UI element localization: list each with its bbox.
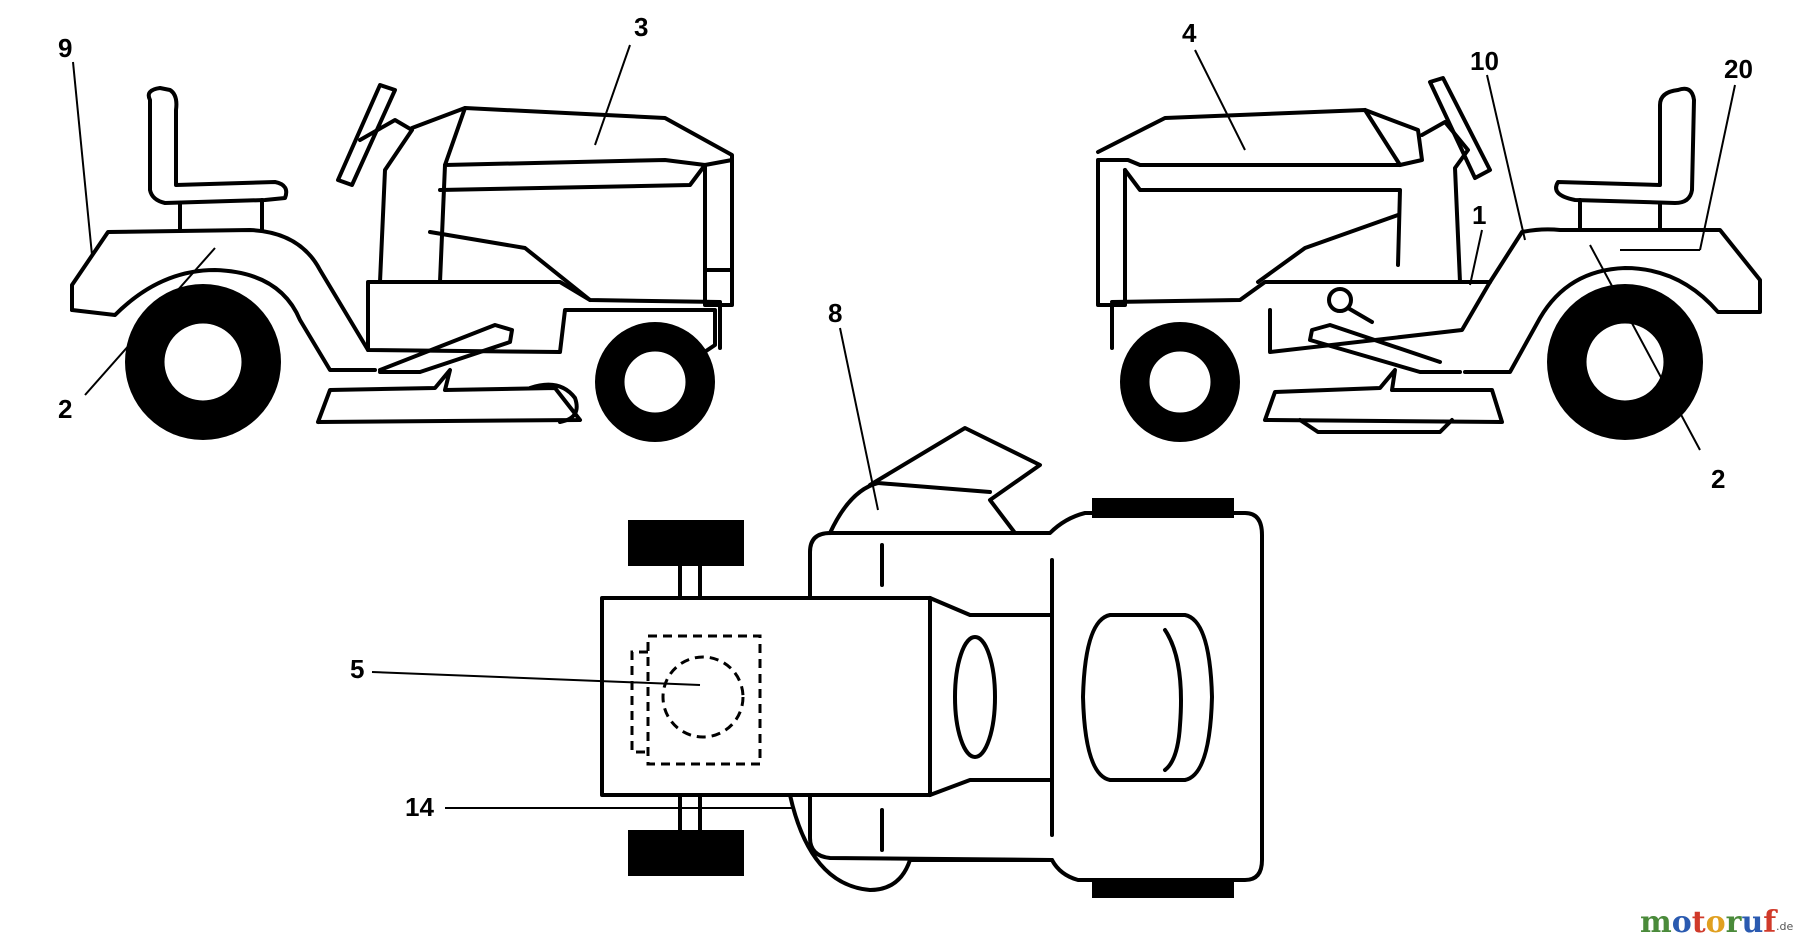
left-steering-column <box>358 118 414 284</box>
right-steering-column <box>1420 120 1470 284</box>
left-pedal <box>378 323 514 374</box>
leader-2-right <box>1589 244 1701 451</box>
top-seat-back <box>1163 628 1183 772</box>
right-hood-seam <box>1123 168 1402 267</box>
leader-1 <box>1469 229 1483 286</box>
top-hood <box>600 596 932 797</box>
top-view <box>600 426 1264 898</box>
left-hood <box>410 106 734 307</box>
leader-8 <box>839 327 879 511</box>
top-engine-fan-dashed <box>661 655 745 739</box>
right-fender-inner <box>1268 280 1492 354</box>
top-chute-base <box>828 481 992 535</box>
left-fender-inner <box>70 268 377 372</box>
top-hood-neck <box>928 596 1054 797</box>
top-engine-side-dashed <box>630 650 648 754</box>
leader-3 <box>594 44 631 146</box>
left-side-panel <box>428 230 592 302</box>
top-seat <box>1081 613 1214 782</box>
leader-9 <box>72 61 93 256</box>
left-grille <box>703 158 734 272</box>
callout-10: 10 <box>1470 46 1499 76</box>
callout-8: 8 <box>828 298 842 328</box>
watermark-suffix: .de <box>1776 920 1793 933</box>
right-chassis <box>1110 280 1492 350</box>
leader-lines <box>72 44 1736 809</box>
right-pedal <box>1308 323 1462 374</box>
left-seat-base <box>178 198 264 232</box>
left-front-hub <box>621 348 689 416</box>
left-rear-hub <box>161 320 245 404</box>
callout-1: 1 <box>1472 200 1486 230</box>
left-deck-chute <box>528 382 579 424</box>
top-steering-oval <box>953 635 997 759</box>
right-ignition-key <box>1327 287 1353 313</box>
left-hood-top <box>443 106 467 167</box>
right-steering-wheel <box>1428 76 1492 180</box>
right-mower-deck <box>1263 368 1504 424</box>
top-front-axle <box>678 564 702 832</box>
top-mower-deck <box>788 511 1264 892</box>
top-front-wheel-upper <box>628 520 744 566</box>
callout-labels: 9 3 2 4 10 20 1 2 8 5 14 <box>58 12 1753 822</box>
right-rear-hub <box>1583 320 1667 404</box>
top-deck-marks <box>880 543 1054 852</box>
top-rear-wheel-lower <box>1092 878 1234 898</box>
right-front-hub <box>1146 348 1214 416</box>
right-rear-fender <box>1463 227 1762 374</box>
left-side-view <box>70 83 734 442</box>
right-seat-base <box>1578 198 1662 232</box>
leader-5 <box>371 671 701 686</box>
leader-4 <box>1194 49 1246 151</box>
callout-20: 20 <box>1724 54 1753 84</box>
top-discharge-chute <box>868 426 1042 535</box>
leader-20 <box>1699 84 1736 251</box>
left-rear-fender <box>70 228 717 357</box>
left-chassis <box>366 280 722 352</box>
top-deck-inner <box>808 793 1054 862</box>
left-seat-back <box>146 86 289 205</box>
right-deck-skirt <box>1298 418 1454 434</box>
right-side-panel <box>1256 213 1400 284</box>
leader-10 <box>1486 74 1526 241</box>
callout-2-right: 2 <box>1711 464 1725 494</box>
motoruf-watermark-logo: motoruf .de <box>1640 905 1793 940</box>
right-hood-top <box>1363 108 1402 167</box>
callout-14: 14 <box>405 792 434 822</box>
callout-3: 3 <box>634 12 648 42</box>
left-steering-wheel <box>336 83 397 187</box>
left-mower-deck <box>316 368 582 424</box>
right-seat-back <box>1554 86 1696 205</box>
leader-2-left <box>84 247 216 396</box>
top-front-wheel-lower <box>628 830 744 876</box>
left-hood-seam <box>438 163 707 192</box>
svg-text:motoruf: motoruf <box>1640 905 1778 940</box>
callout-4: 4 <box>1182 18 1197 48</box>
callout-2-left: 2 <box>58 394 72 424</box>
callout-5: 5 <box>350 654 364 684</box>
right-ignition-key-stem <box>1346 306 1374 324</box>
right-hood <box>1096 108 1424 307</box>
callout-9: 9 <box>58 33 72 63</box>
right-side-view <box>1096 76 1762 442</box>
